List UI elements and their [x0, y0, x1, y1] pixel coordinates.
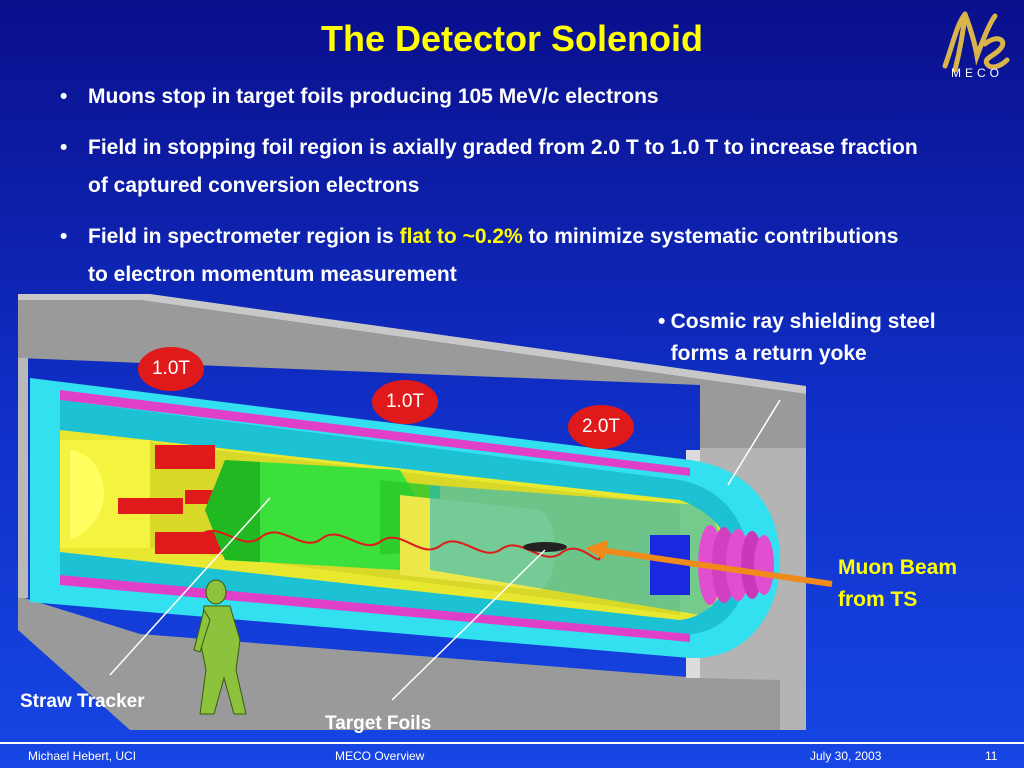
bullet-text: Field in spectrometer region is flat to … [88, 218, 920, 294]
bullet-highlight: flat to ~0.2% [399, 225, 523, 248]
bullet-dot-icon: • [60, 136, 68, 159]
tracker-shade [205, 460, 260, 562]
red-block [155, 445, 215, 469]
detector-solenoid-diagram [18, 294, 833, 730]
yoke-top [18, 300, 806, 448]
coil-top [60, 390, 690, 476]
person-figure [193, 579, 247, 715]
bullet-list: • Muons stop in target foils producing 1… [60, 78, 920, 307]
field-badge: 1.0T [372, 380, 438, 424]
left-cap [70, 450, 104, 540]
bullet-item: • Field in stopping foil region is axial… [60, 129, 920, 205]
slide-title: The Detector Solenoid [320, 18, 704, 59]
footer-talk: MECO Overview [335, 749, 425, 763]
red-block [155, 532, 230, 554]
red-block [118, 498, 183, 514]
footer-author: Michael Hebert, UCI [28, 749, 137, 763]
tracker [205, 460, 430, 570]
muon-beam-label: Muon Beam from TS [838, 556, 958, 611]
bullet-text-pre: Field in spectrometer region is [88, 225, 400, 248]
bullet-dot-icon: • [60, 225, 68, 248]
footer-divider [0, 742, 1024, 744]
electron-helix [199, 529, 601, 561]
downstream-cone [430, 485, 723, 615]
foils-callout-line [391, 549, 546, 701]
bullet-text: Muons stop in target foils producing 105… [88, 85, 659, 108]
bullet-text-post: to minimize systematic contributions to … [88, 225, 899, 286]
bullet-dot-icon: • [658, 310, 666, 333]
muon-beam-arrow [599, 547, 833, 587]
bullet-dot-icon: • [60, 85, 68, 108]
field-badge: 1.0T [138, 347, 204, 391]
footer-date: July 30, 2003 [810, 749, 882, 763]
bullet-item: • Muons stop in target foils producing 1… [60, 78, 920, 116]
cosmic-shield-callout: • Cosmic ray shielding steel forms a ret… [658, 306, 998, 370]
bullet-text: Field in stopping foil region is axially… [88, 136, 918, 197]
footer-page: 11 [985, 749, 998, 763]
target-foils [523, 542, 567, 552]
cosmic-shield-text: Cosmic ray shielding steel forms a retur… [670, 310, 936, 365]
ts-blue [650, 535, 690, 595]
logo-text: MECO [951, 66, 1003, 80]
bullet-item: • Field in spectrometer region is flat t… [60, 218, 920, 294]
field-badge: 2.0T [568, 405, 634, 449]
straw-tracker-label: Straw Tracker [20, 691, 145, 712]
yoke-left [18, 358, 28, 598]
target-foils-label: Target Foils [325, 713, 432, 734]
tracker-callout-line [109, 497, 271, 676]
meco-logo-icon [942, 11, 1010, 73]
muon-beam-arrowhead [585, 540, 608, 560]
cosmic-callout-line [727, 399, 781, 486]
